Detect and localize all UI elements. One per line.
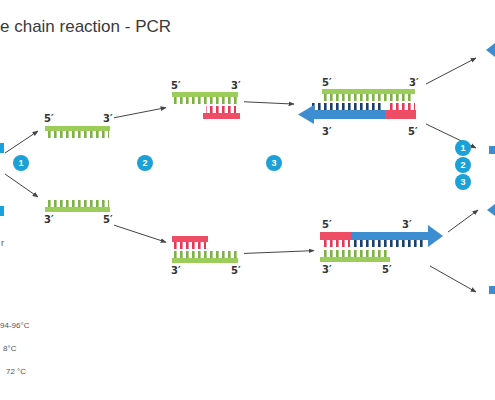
strand-end-label: 5′ [322,219,332,231]
template-strand [45,126,110,131]
template-strand [45,207,110,212]
diagram-title: e chain reaction - PCR [0,17,171,37]
primer [203,113,240,119]
primer [320,232,351,240]
step-arrow [114,225,166,242]
dna-strand: 5′ 3′ [40,110,114,140]
callout-number: 1 [455,140,471,156]
step-arrow [244,102,294,104]
strand-bases [173,251,237,258]
dna-strand: 5′ 3′ [166,78,244,122]
cut-fragment [486,43,495,57]
template-strand [172,258,238,263]
note-text: 72 °C [6,367,26,377]
strand-end-label: 3′ [44,214,54,226]
strand-end-label: 3′ [322,264,332,276]
callout-number: 1 [13,155,29,171]
strand-end-label: 3′ [231,80,241,92]
primer [172,236,208,242]
new-strand-arrow [351,232,429,240]
strand-bases [173,97,237,104]
strand-end-label: 3′ [171,265,181,277]
strand-end-label: 5′ [382,264,392,276]
callout-number: 2 [137,155,153,171]
strand-end-label: 3′ [103,113,113,125]
template-strand [172,92,238,97]
template-strand [320,257,390,262]
primer-bases [387,103,415,110]
split-arrow [5,174,38,197]
callout-number: 2 [455,157,471,173]
strand-end-label: 3′ [409,77,419,89]
strand-bases [323,94,414,101]
new-strand-arrowhead [428,225,443,247]
callout-number: 3 [266,155,282,171]
note-text: 8°C [3,344,16,354]
cut-fragment [489,146,495,154]
new-strand-arrow [298,105,385,124]
cut-fragment [0,206,4,216]
primer-bases [174,242,206,249]
strand-end-label: 3′ [402,219,412,231]
dna-strand: 5′ 3′ 3′ 5′ [294,74,422,140]
strand-end-label: 5′ [103,214,113,226]
cycle-arrow [430,266,476,292]
primer-bases [206,106,236,113]
callout-number: 3 [455,174,471,190]
template-strand [322,89,415,94]
strand-bases [46,200,109,207]
split-arrow [5,131,38,153]
cut-fragment [487,204,495,216]
strand-bases [46,131,109,138]
new-strand-bases [310,103,384,110]
strand-end-label: 5′ [231,265,241,277]
cycle-arrow [448,210,478,232]
strand-bases [321,250,389,257]
note-text: r [1,238,4,248]
step-arrow [244,251,314,254]
primer-bases [322,240,350,247]
primer [385,110,416,119]
dna-strand: 3′ 5′ [166,232,244,278]
strand-end-label: 5′ [408,126,418,138]
note-text: 94-96°C [0,321,29,331]
cycle-arrow [426,58,476,84]
strand-end-label: 3′ [322,126,332,138]
dna-strand: 3′ 5′ [40,198,114,228]
strand-end-label: 5′ [44,113,54,125]
step-arrow [114,108,166,118]
cut-fragment [489,286,495,294]
strand-end-label: 5′ [171,80,181,92]
strand-end-label: 5′ [322,77,332,89]
dna-strand: 5′ 3′ 3′ 5′ [314,216,446,280]
new-strand-bases [352,240,426,247]
cut-fragment [0,143,4,153]
